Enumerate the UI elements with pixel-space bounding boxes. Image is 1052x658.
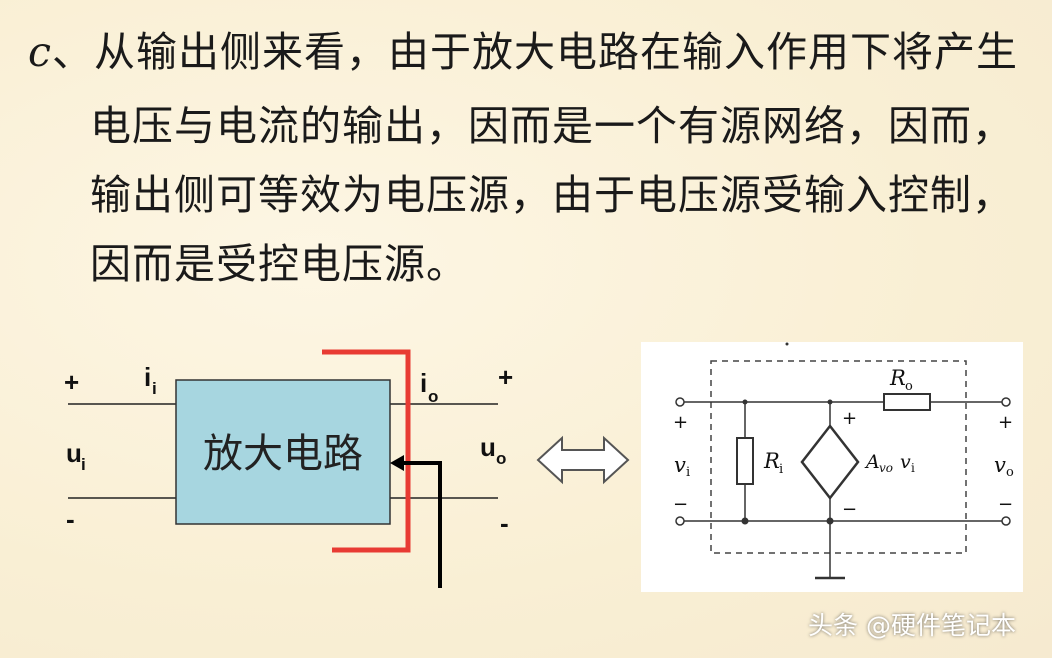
output-terminal-top xyxy=(1001,397,1011,407)
output-voltage-symbol: v xyxy=(994,453,1006,477)
output-voltage-label: u xyxy=(480,432,496,462)
amplifier-block-diagram: 放大电路 + - + - i i i o u i u o xyxy=(64,349,513,588)
watermark: 头条 @硬件笔记本 xyxy=(808,611,1016,640)
output-voltage-subscript: o xyxy=(496,449,506,468)
amplifier-box-label: 放大电路 xyxy=(203,431,363,477)
text-line-2: 电压与电流的输出，因而是一个有源网络，因而， xyxy=(90,102,1014,150)
output-resistance-subscript: o xyxy=(905,379,913,394)
input-minus-label: − xyxy=(673,494,688,515)
input-voltage-subscript: i xyxy=(81,455,86,474)
junction-dot xyxy=(827,399,833,405)
dashed-network-boundary xyxy=(710,360,967,554)
input-resistor xyxy=(736,437,754,485)
gain-subscript: vo xyxy=(879,461,893,475)
output-current-subscript: o xyxy=(428,387,438,406)
input-plus-label: + xyxy=(673,412,688,433)
input-terminal-top xyxy=(675,397,685,407)
output-resistance-symbol: R xyxy=(889,366,906,390)
output-side-bracket xyxy=(322,349,411,553)
output-terminal-bottom xyxy=(1001,516,1011,526)
input-minus-sign: - xyxy=(66,504,75,534)
equivalent-circuit: + − v i R i + − A vo v i R o + − v o xyxy=(641,342,1023,592)
control-arrow-line xyxy=(402,461,442,588)
output-plus-sign: + xyxy=(498,362,513,392)
output-minus-sign: - xyxy=(500,508,509,538)
double-arrow-icon xyxy=(536,435,630,485)
input-current-subscript: i xyxy=(152,379,157,398)
source-minus-label: − xyxy=(842,499,857,520)
equivalence-double-arrow xyxy=(536,435,630,485)
text-line-1-body: 、从输出侧来看，由于放大电路在输入作用下将产生 xyxy=(51,28,1018,76)
input-terminal-bottom xyxy=(675,516,685,526)
input-resistance-subscript: i xyxy=(779,462,783,477)
output-resistor xyxy=(883,393,931,411)
item-letter: c xyxy=(28,28,52,76)
input-current-label: i xyxy=(144,362,151,392)
junction-dot xyxy=(742,399,748,405)
source-plus-label: + xyxy=(842,408,857,429)
gain-voltage-subscript: i xyxy=(911,461,915,475)
input-voltage-label: u xyxy=(66,438,82,468)
gain-symbol: A xyxy=(864,451,880,473)
input-voltage-symbol: v xyxy=(674,453,686,477)
junction-dot xyxy=(826,517,834,525)
text-line-4: 因而是受控电压源。 xyxy=(90,240,468,288)
input-resistance-symbol: R xyxy=(763,449,780,473)
output-current-label: i xyxy=(420,368,427,398)
junction-dot xyxy=(741,517,749,525)
input-voltage-subscript: i xyxy=(686,465,690,480)
marker-dot xyxy=(785,342,789,346)
gain-voltage-symbol: v xyxy=(900,451,911,473)
text-line-3: 输出侧可等效为电压源，由于电压源受输入控制， xyxy=(90,171,1014,219)
output-minus-label: − xyxy=(998,494,1013,515)
text-line-1: c、从输出侧来看，由于放大电路在输入作用下将产生 xyxy=(28,18,1018,78)
input-plus-sign: + xyxy=(64,367,79,397)
amplifier-box xyxy=(175,379,391,525)
output-voltage-subscript: o xyxy=(1006,465,1014,480)
output-plus-label: + xyxy=(998,412,1013,433)
control-arrow-head xyxy=(390,455,404,471)
